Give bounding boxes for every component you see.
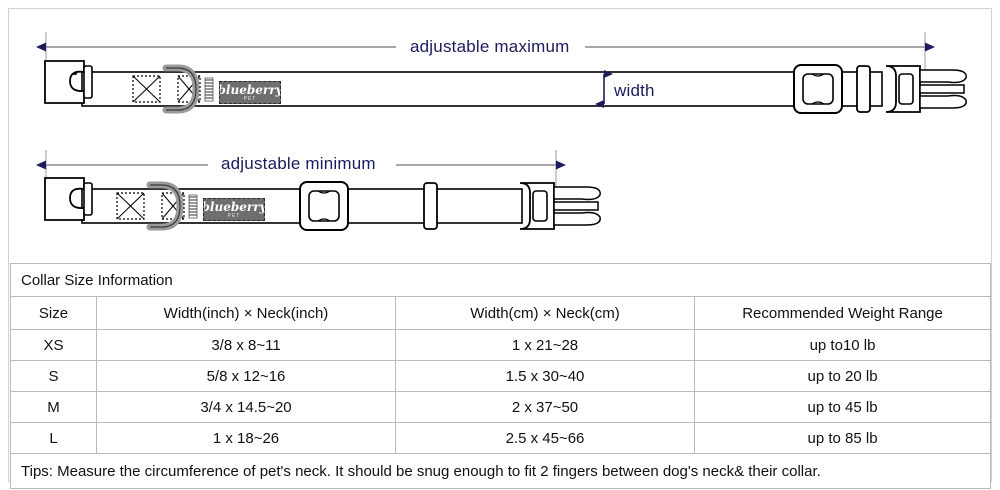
cell-cm: 2.5 x 45~66	[395, 422, 695, 454]
table-row: XS 3/8 x 8~11 1 x 21~28 up to10 lb	[10, 329, 992, 361]
brand-label-bottom: blueberry PET	[203, 198, 265, 221]
cell-size: XS	[10, 329, 97, 361]
buckle-bar-bottom	[83, 182, 93, 216]
brand-sub-top: PET	[243, 95, 257, 102]
bottom-collar-group	[36, 150, 601, 231]
female-buckle-bottom	[44, 177, 85, 221]
table-title: Collar Size Information	[9, 263, 992, 297]
table-row: L 1 x 18~26 2.5 x 45~66 up to 85 lb	[10, 422, 992, 454]
dimension-label-adjustable-maximum: adjustable maximum	[404, 37, 576, 57]
dimension-label-width: width	[612, 81, 657, 101]
cell-size: S	[10, 360, 97, 392]
cell-weight: up to10 lb	[693, 329, 992, 361]
cell-inch: 3/4 x 14.5~20	[96, 391, 396, 423]
webbing-strap-top	[81, 71, 883, 107]
cell-size: L	[10, 422, 97, 454]
ribbed-tag-top	[204, 77, 214, 102]
dimension-label-adjustable-minimum: adjustable minimum	[215, 154, 382, 174]
cell-cm: 1.5 x 30~40	[395, 360, 695, 392]
cell-inch: 3/8 x 8~11	[96, 329, 396, 361]
brand-name-top: blueberry	[219, 82, 281, 97]
cell-cm: 1 x 21~28	[395, 329, 695, 361]
cell-cm: 2 x 37~50	[395, 391, 695, 423]
collar-diagram-svg	[36, 32, 967, 231]
cell-weight: up to 45 lb	[693, 391, 992, 423]
table-tips-row: Tips: Measure the circumference of pet's…	[9, 453, 992, 489]
collar-diagram: adjustable maximum adjustable minimum wi…	[36, 32, 967, 231]
brand-label-top: blueberry PET	[219, 81, 281, 104]
female-buckle-shape-top	[44, 60, 85, 104]
keeper-loop-bottom	[423, 182, 438, 230]
table-header-row: Size Width(inch) × Neck(inch) Width(cm) …	[10, 296, 992, 330]
stitch-box-bottom-left	[116, 192, 145, 220]
tips-text: Tips: Measure the circumference of pet's…	[9, 453, 992, 489]
cell-inch: 5/8 x 12~16	[96, 360, 396, 392]
brand-name-bottom: blueberry	[203, 199, 265, 214]
column-header-size: Size	[10, 296, 97, 330]
cell-weight: up to 20 lb	[693, 360, 992, 392]
table-title-row: Collar Size Information	[9, 263, 992, 297]
ribbed-tag-bottom	[188, 194, 198, 219]
cell-size: M	[10, 391, 97, 423]
column-header-cm: Width(cm) × Neck(cm)	[395, 296, 695, 330]
d-ring-outline-top	[166, 67, 197, 111]
top-collar-group	[36, 32, 967, 114]
buckle-bar-top	[83, 65, 93, 99]
slider-adjuster-top	[793, 64, 843, 114]
table-row: S 5/8 x 12~16 1.5 x 30~40 up to 20 lb	[10, 360, 992, 392]
slider-adjuster-bottom	[299, 181, 349, 231]
cell-weight: up to 85 lb	[693, 422, 992, 454]
stitch-box-top-left	[132, 75, 161, 103]
column-header-inch: Width(inch) × Neck(inch)	[96, 296, 396, 330]
d-ring-outline-bottom	[150, 184, 181, 228]
cell-inch: 1 x 18~26	[96, 422, 396, 454]
column-header-weight: Recommended Weight Range	[693, 296, 992, 330]
table-row: M 3/4 x 14.5~20 2 x 37~50 up to 45 lb	[10, 391, 992, 423]
male-buckle-top	[885, 65, 967, 113]
male-buckle-bottom	[519, 182, 601, 230]
collar-size-table: Collar Size Information Size Width(inch)…	[9, 263, 992, 489]
keeper-loop-top	[856, 65, 871, 113]
brand-sub-bottom: PET	[227, 212, 241, 219]
